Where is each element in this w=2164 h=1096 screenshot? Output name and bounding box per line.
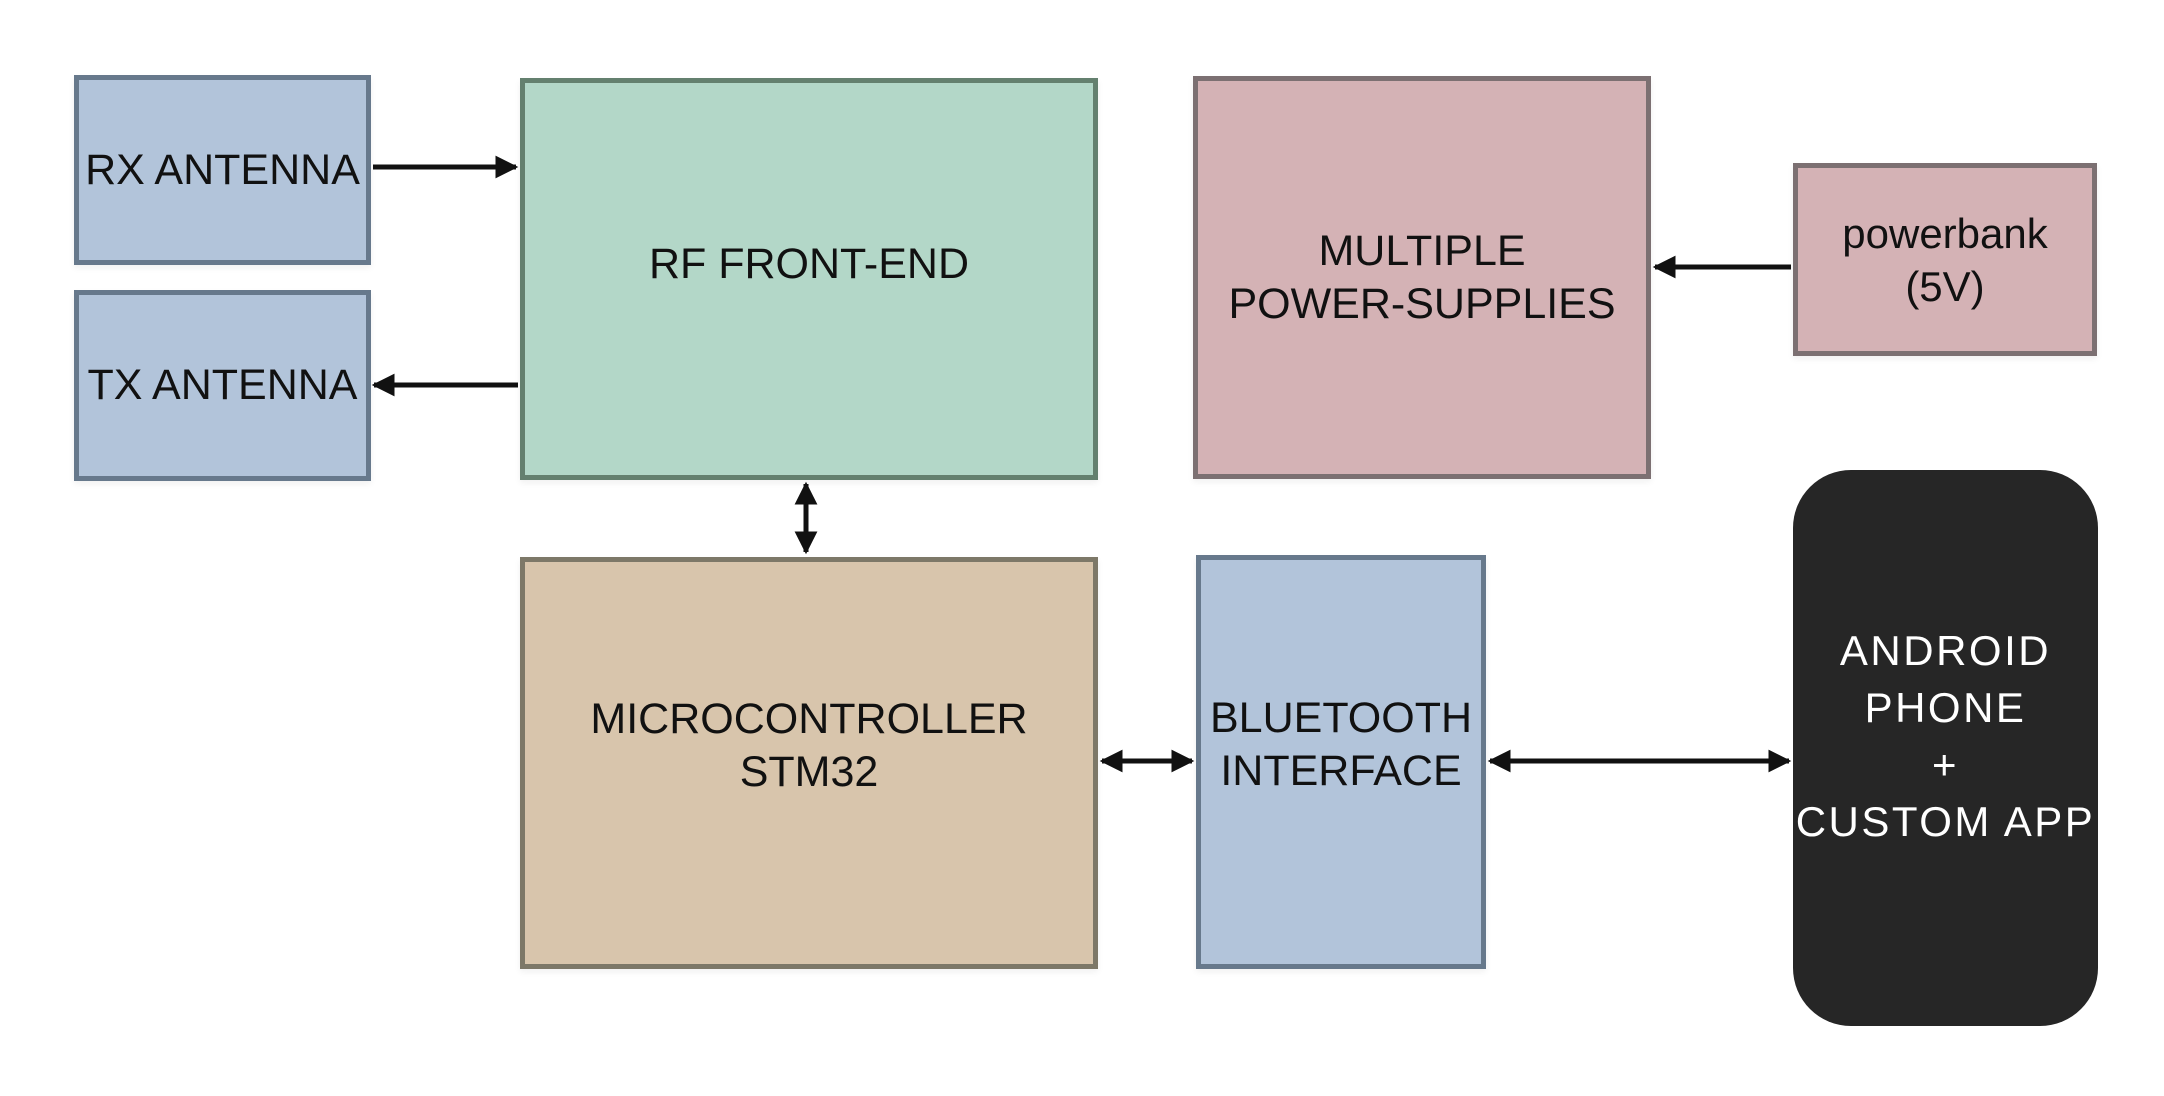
block-label: POWER-SUPPLIES bbox=[1228, 279, 1616, 328]
block-label: PHONE bbox=[1864, 684, 2027, 731]
block-label: TX ANTENNA bbox=[87, 361, 358, 409]
block-label: STM32 bbox=[739, 748, 879, 796]
block-label: RF FRONT-END bbox=[648, 239, 970, 288]
block-rx-antenna: RX ANTENNA bbox=[74, 75, 371, 265]
block-multiple-power-supplies: MULTIPLE POWER-SUPPLIES bbox=[1193, 76, 1651, 479]
block-label: INTERFACE bbox=[1220, 747, 1462, 795]
block-label: CUSTOM APP bbox=[1795, 798, 2096, 845]
block-label: BLUETOOTH bbox=[1209, 694, 1473, 742]
block-tx-antenna: TX ANTENNA bbox=[74, 290, 371, 481]
block-label: MULTIPLE bbox=[1318, 226, 1526, 275]
block-label: MICROCONTROLLER bbox=[590, 695, 1028, 743]
block-microcontroller-stm32: MICROCONTROLLER STM32 bbox=[520, 557, 1098, 969]
block-android-phone-custom-app: ANDROID PHONE + CUSTOM APP bbox=[1793, 470, 2098, 1026]
block-label: RX ANTENNA bbox=[85, 145, 360, 194]
block-label: ANDROID bbox=[1839, 627, 2052, 674]
block-label: + bbox=[1931, 741, 1960, 788]
block-rf-front-end: RF FRONT-END bbox=[520, 78, 1098, 480]
block-powerbank: powerbank (5V) bbox=[1793, 163, 2097, 356]
block-label: (5V) bbox=[1905, 262, 1985, 310]
block-label: powerbank bbox=[1842, 209, 2048, 257]
block-bluetooth-interface: BLUETOOTH INTERFACE bbox=[1196, 555, 1486, 969]
